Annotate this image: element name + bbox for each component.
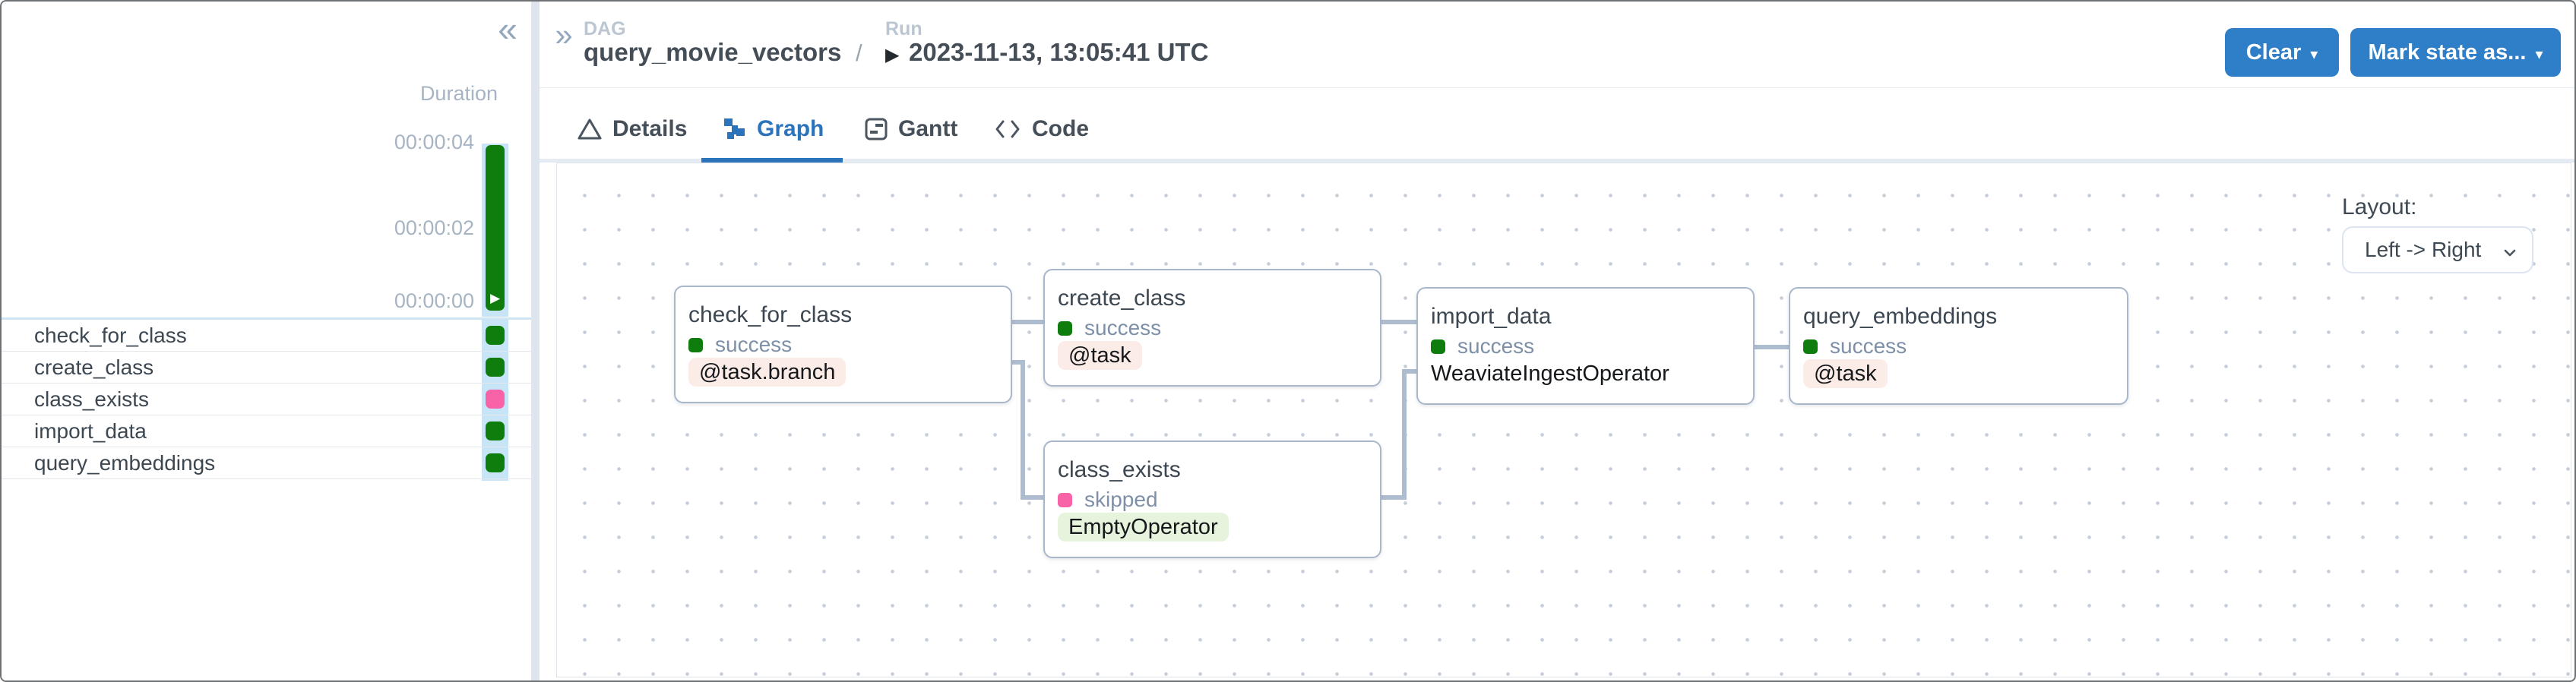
sidebar-separator: [2, 317, 531, 320]
graph-edge: [1381, 495, 1404, 500]
run-breadcrumb-label: Run: [885, 18, 922, 39]
task-name-label: query_embeddings: [34, 450, 216, 475]
dag-run-duration-bar[interactable]: ▶: [486, 145, 505, 311]
duration-axis-tick: 00:00:02: [394, 216, 474, 239]
node-status-square: [1058, 320, 1072, 336]
layout-select-value: Left -> Right: [2365, 238, 2482, 261]
task-name-label: import_data: [34, 418, 147, 443]
chevron-down-icon: [2503, 246, 2517, 260]
node-state-label: success: [1084, 316, 1162, 339]
graph-edge: [1402, 369, 1416, 374]
tab-details[interactable]: Details: [578, 112, 687, 146]
details-triangle-icon: [578, 118, 602, 141]
dag-breadcrumb-label: DAG: [584, 18, 626, 39]
sidebar-resize-handle[interactable]: [531, 2, 540, 680]
node-title: create_class: [1058, 286, 1186, 311]
task-name-label: class_exists: [34, 387, 149, 411]
task-status-square[interactable]: [486, 422, 505, 440]
task-row[interactable]: class_exists: [2, 384, 531, 415]
dag-node-query-embeddings[interactable]: query_embeddings success @task: [1789, 287, 2128, 405]
graph-canvas[interactable]: [556, 163, 2571, 677]
node-state-label: success: [1457, 334, 1535, 358]
node-title: class_exists: [1058, 457, 1181, 482]
tab-bar-border: [540, 159, 2574, 163]
graph-edge: [1402, 369, 1407, 500]
dag-name[interactable]: query_movie_vectors: [584, 38, 842, 66]
run-state-icon: ▶: [885, 45, 900, 65]
task-row[interactable]: create_class: [2, 352, 531, 384]
duration-column-header: Duration: [419, 82, 498, 105]
tab-label: Graph: [757, 116, 824, 141]
mark-state-button-label: Mark state as...: [2368, 39, 2527, 65]
task-row[interactable]: check_for_class: [2, 320, 531, 352]
clear-button[interactable]: Clear ▾: [2225, 28, 2339, 77]
mark-state-as-button[interactable]: Mark state as... ▾: [2350, 28, 2561, 77]
dag-node-check-for-class[interactable]: check_for_class success @task.branch: [674, 286, 1012, 403]
node-operator-badge: EmptyOperator: [1058, 513, 1229, 541]
code-icon: [994, 118, 1021, 140]
clear-button-label: Clear: [2245, 39, 2302, 65]
node-title: query_embeddings: [1803, 304, 1998, 329]
task-row[interactable]: query_embeddings: [2, 447, 531, 479]
node-status-square: [1803, 339, 1818, 354]
graph-edge: [1755, 345, 1789, 349]
layout-select[interactable]: Left -> Right: [2342, 226, 2533, 273]
node-operator-badge: WeaviateIngestOperator: [1431, 361, 1669, 386]
task-name-label: create_class: [34, 355, 154, 379]
tab-code[interactable]: Code: [994, 112, 1089, 146]
graph-edge: [1009, 320, 1043, 324]
node-operator-badge: @task: [1803, 359, 1888, 388]
play-status-icon: ▶: [489, 291, 501, 305]
task-status-square[interactable]: [486, 358, 505, 377]
task-status-square[interactable]: [486, 453, 505, 472]
task-grid-sidebar: « Duration 00:00:04 00:00:02 00:00:00 ▶ …: [2, 2, 531, 680]
caret-down-icon: ▾: [2310, 46, 2318, 63]
task-status-square[interactable]: [486, 326, 505, 345]
tab-label: Details: [612, 116, 688, 141]
duration-axis-tick: 00:00:04: [394, 131, 474, 153]
graph-icon: [723, 118, 746, 141]
tab-label: Gantt: [898, 116, 958, 141]
task-name-label: check_for_class: [34, 323, 187, 347]
duration-axis-tick: 00:00:00: [394, 289, 474, 312]
double-chevron-right-icon[interactable]: »: [555, 17, 573, 52]
node-operator-badge: @task.branch: [688, 358, 847, 387]
dag-node-create-class[interactable]: create_class success @task: [1043, 269, 1381, 387]
active-tab-underline: [701, 158, 843, 163]
graph-edge: [1381, 320, 1416, 324]
node-state-label: skipped: [1084, 488, 1158, 511]
header-divider: [540, 87, 2574, 88]
tab-gantt[interactable]: Gantt: [865, 112, 957, 146]
dag-node-import-data[interactable]: import_data success WeaviateIngestOperat…: [1416, 287, 1755, 405]
node-title: check_for_class: [688, 302, 853, 327]
node-status-square: [688, 337, 703, 352]
dag-node-class-exists[interactable]: class_exists skipped EmptyOperator: [1043, 440, 1381, 558]
caret-down-icon: ▾: [2535, 46, 2543, 63]
tab-graph[interactable]: Graph: [723, 112, 824, 146]
node-state-label: success: [715, 333, 793, 356]
graph-edge: [1021, 495, 1043, 500]
node-state-label: success: [1830, 334, 1907, 358]
collapse-sidebar-icon[interactable]: «: [498, 9, 517, 49]
node-status-square: [1058, 492, 1072, 507]
graph-edge: [1009, 360, 1023, 365]
layout-label: Layout:: [2342, 194, 2417, 219]
tab-label: Code: [1032, 116, 1089, 141]
run-timestamp[interactable]: 2023-11-13, 13:05:41 UTC: [909, 38, 1209, 66]
node-operator-badge: @task: [1058, 341, 1142, 370]
node-title: import_data: [1431, 304, 1552, 329]
graph-edge: [1021, 360, 1025, 500]
gantt-icon: [865, 118, 888, 141]
task-status-square[interactable]: [486, 390, 505, 409]
task-row[interactable]: import_data: [2, 415, 531, 447]
breadcrumb-separator: /: [856, 39, 862, 66]
node-status-square: [1431, 339, 1445, 354]
